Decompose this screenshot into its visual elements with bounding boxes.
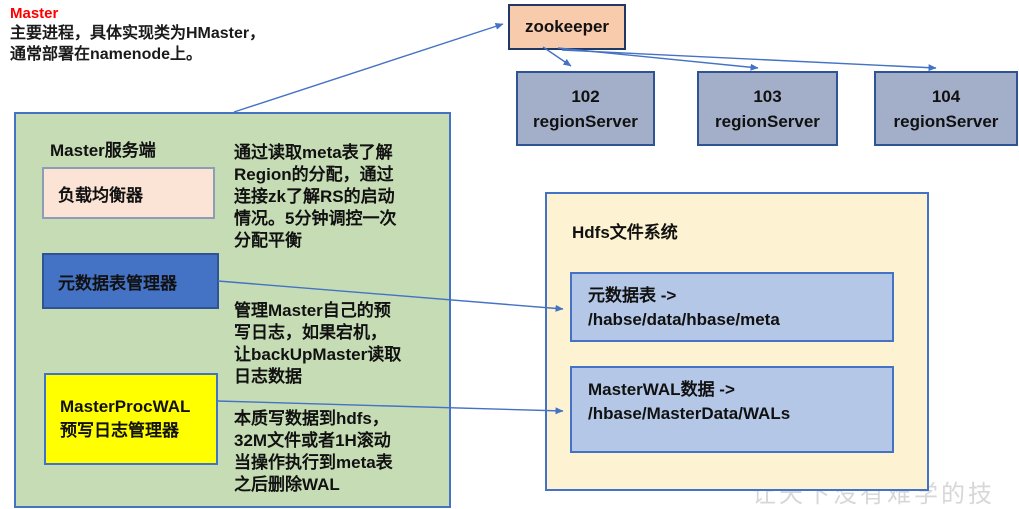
master-note-title: Master [10, 5, 59, 22]
region-server-label: regionServer [893, 111, 999, 131]
arrow-master-to-zookeeper [233, 23, 504, 113]
wal-description-1: 管理Master自己的预 写日志，如果宕机， 让backUpMaster读取 日… [234, 301, 402, 386]
hdfs-masterwal-box: MasterWAL数据 -> /hbase/MasterData/WALs [570, 366, 894, 453]
balancer-description: 通过读取meta表了解 Region的分配，通过 连接zk了解RS的启动 情况。… [234, 143, 397, 250]
meta-table-manager-box: 元数据表管理器 [42, 253, 219, 309]
zookeeper-label: zookeeper [524, 17, 610, 36]
load-balancer-label: 负载均衡器 [58, 185, 143, 205]
master-proc-wal-label: MasterProcWAL 预写日志管理器 [60, 397, 191, 440]
region-server-id: 104 [931, 86, 961, 106]
arrow-zookeeper-to-rs104 [561, 49, 937, 72]
region-server-id: 103 [753, 86, 782, 106]
arrow-zookeeper-to-rs103 [557, 47, 759, 71]
region-server-103: 103 regionServer [697, 71, 838, 146]
hdfs-filesystem-panel: Hdfs文件系统 元数据表 -> /habse/data/hbase/meta … [545, 192, 929, 491]
region-server-label: regionServer [533, 111, 638, 131]
zookeeper-node: zookeeper [508, 4, 626, 50]
hdfs-meta-table-box: 元数据表 -> /habse/data/hbase/meta [570, 272, 894, 342]
master-note: Master 主要进程，具体实现类为HMaster， 通常部署在namenode… [10, 4, 265, 65]
wal-description-2: 本质写数据到hdfs， 32M文件或者1H滚动 当操作执行到meta表 之后删除… [234, 409, 393, 494]
master-note-body: 主要进程，具体实现类为HMaster， 通常部署在namenode上。 [10, 25, 266, 63]
master-proc-wal-box: MasterProcWAL 预写日志管理器 [44, 373, 218, 465]
region-server-label: regionServer [715, 111, 820, 131]
meta-table-manager-label: 元数据表管理器 [58, 273, 177, 293]
master-server-panel: Master服务端 负载均衡器 元数据表管理器 MasterProcWAL 预写… [14, 112, 451, 508]
load-balancer-box: 负载均衡器 [42, 167, 215, 219]
region-server-id: 102 [571, 86, 600, 106]
master-panel-title: Master服务端 [50, 141, 156, 160]
region-server-104: 104 regionServer [874, 71, 1018, 146]
region-server-102: 102 regionServer [516, 71, 655, 146]
hdfs-panel-title: Hdfs文件系统 [572, 223, 678, 242]
